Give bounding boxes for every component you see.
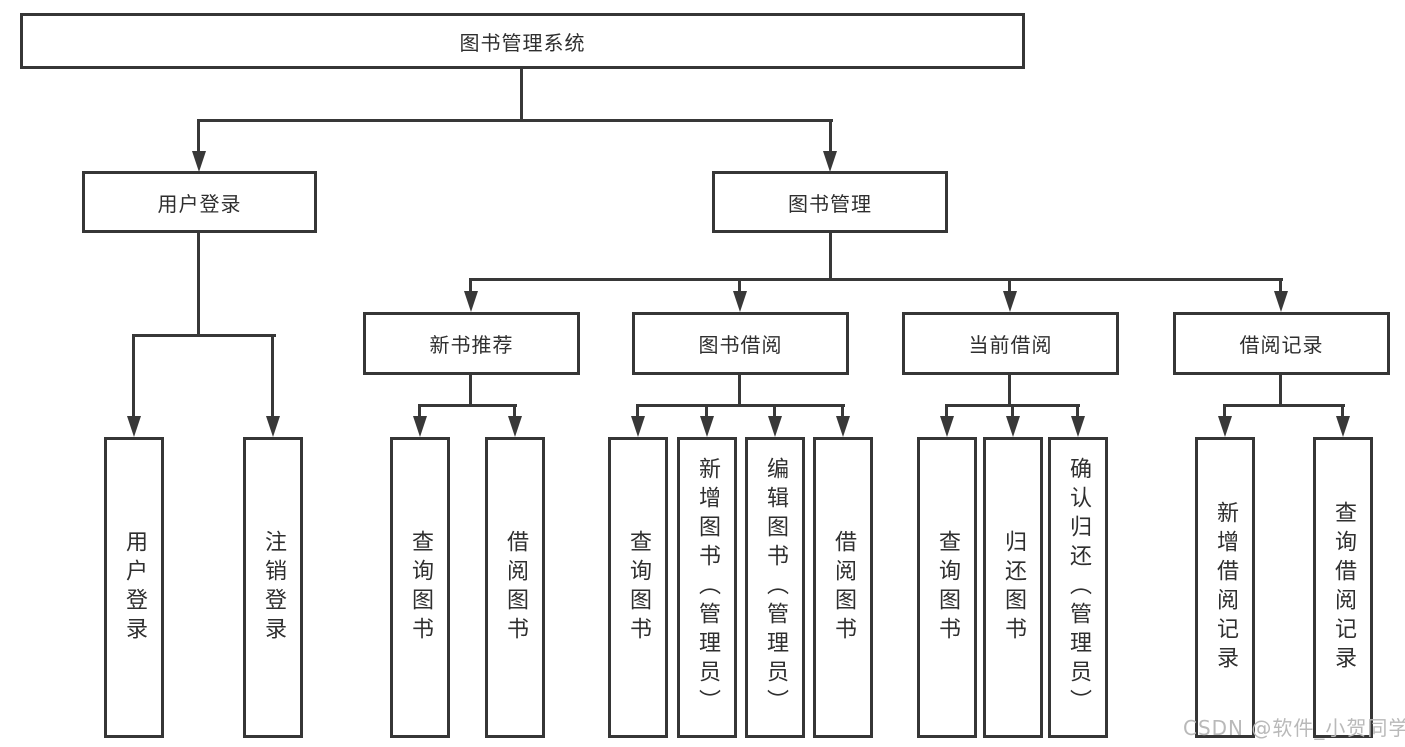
arrow-down-icon xyxy=(940,416,954,437)
leaf-borrow-book-label: 借阅图书 xyxy=(831,529,856,646)
leaf-logout-node: 注销登录 xyxy=(243,437,303,738)
connector-line xyxy=(1008,374,1011,407)
arrow-down-icon xyxy=(823,151,837,172)
leaf-query-borrow-record-node: 查询借阅记录 xyxy=(1313,437,1373,738)
leaf-return-book-node: 归还图书 xyxy=(983,437,1043,738)
arrow-down-icon xyxy=(1336,416,1350,437)
section-new-book-recommend-label: 新书推荐 xyxy=(429,333,514,357)
arrow-down-icon xyxy=(192,151,206,172)
leaf-add-book-admin-label: 新增图书（管理员） xyxy=(695,457,720,718)
arrow-down-icon xyxy=(1274,291,1288,312)
connector-line xyxy=(197,119,200,155)
connector-line xyxy=(470,278,1283,281)
leaf-add-borrow-record-node: 新增借阅记录 xyxy=(1195,437,1255,738)
connector-line xyxy=(469,374,472,407)
section-book-borrow-node: 图书借阅 xyxy=(632,312,849,375)
connector-line xyxy=(132,334,135,419)
branch-user-login-node: 用户登录 xyxy=(82,171,317,233)
connector-line xyxy=(1341,404,1344,419)
leaf-query-borrow-record-label: 查询借阅记录 xyxy=(1331,500,1356,675)
leaf-query-book-node: 查询图书 xyxy=(608,437,668,738)
connector-line xyxy=(841,404,844,419)
connector-line xyxy=(1279,278,1282,296)
leaf-query-book-label: 查询图书 xyxy=(408,529,433,646)
connector-line xyxy=(197,233,200,336)
connector-line xyxy=(469,278,472,296)
connector-line xyxy=(271,334,274,419)
leaf-borrow-book-node: 借阅图书 xyxy=(813,437,873,738)
leaf-return-book-label: 归还图书 xyxy=(1001,529,1026,646)
connector-line xyxy=(829,119,832,155)
branch-book-management-label: 图书管理 xyxy=(788,191,872,216)
connector-line xyxy=(738,278,741,296)
section-current-borrow-node: 当前借阅 xyxy=(902,312,1119,375)
leaf-user-login-label: 用户登录 xyxy=(122,529,147,646)
connector-line xyxy=(829,233,832,280)
root-node: 图书管理系统 xyxy=(20,13,1025,69)
section-borrow-record-node: 借阅记录 xyxy=(1173,312,1390,375)
root-label: 图书管理系统 xyxy=(459,30,586,55)
leaf-logout-label: 注销登录 xyxy=(261,529,286,646)
leaf-query-book-node: 查询图书 xyxy=(917,437,977,738)
arrow-down-icon xyxy=(266,416,280,437)
connector-line xyxy=(945,404,948,419)
connector-line xyxy=(418,404,517,407)
arrow-down-icon xyxy=(127,416,141,437)
arrow-down-icon xyxy=(1006,416,1020,437)
connector-line xyxy=(197,119,833,122)
connector-line xyxy=(1076,404,1079,419)
leaf-query-book-label: 查询图书 xyxy=(626,529,651,646)
section-new-book-recommend-node: 新书推荐 xyxy=(363,312,580,375)
section-current-borrow-label: 当前借阅 xyxy=(968,333,1053,357)
leaf-confirm-return-admin-label: 确认归还（管理员） xyxy=(1066,457,1091,718)
connector-line xyxy=(738,374,741,407)
section-book-borrow-label: 图书借阅 xyxy=(698,333,783,357)
arrow-down-icon xyxy=(464,291,478,312)
leaf-edit-book-admin-label: 编辑图书（管理员） xyxy=(763,457,788,718)
connector-line xyxy=(1279,374,1282,407)
connector-line xyxy=(636,404,639,419)
connector-line xyxy=(1223,404,1226,419)
arrow-down-icon xyxy=(1071,416,1085,437)
leaf-query-book-label: 查询图书 xyxy=(935,529,960,646)
connector-line xyxy=(1011,404,1014,419)
leaf-confirm-return-admin-node: 确认归还（管理员） xyxy=(1048,437,1108,738)
arrow-down-icon xyxy=(631,416,645,437)
arrow-down-icon xyxy=(768,416,782,437)
csdn-watermark: CSDN @软件_小贺同学 xyxy=(1183,716,1405,740)
connector-line xyxy=(418,404,421,419)
leaf-user-login-node: 用户登录 xyxy=(104,437,164,738)
arrow-down-icon xyxy=(733,291,747,312)
connector-line xyxy=(1008,278,1011,296)
arrow-down-icon xyxy=(836,416,850,437)
connector-line xyxy=(636,404,845,407)
arrow-down-icon xyxy=(413,416,427,437)
connector-line xyxy=(133,334,276,337)
arrow-down-icon xyxy=(508,416,522,437)
leaf-query-book-node: 查询图书 xyxy=(390,437,450,738)
connector-line xyxy=(520,68,523,121)
connector-line xyxy=(513,404,516,419)
connector-line xyxy=(773,404,776,419)
leaf-edit-book-admin-node: 编辑图书（管理员） xyxy=(745,437,805,738)
branch-user-login-label: 用户登录 xyxy=(157,191,242,216)
branch-book-management-node: 图书管理 xyxy=(712,171,948,233)
connector-line xyxy=(1223,404,1345,407)
arrow-down-icon xyxy=(1003,291,1017,312)
section-borrow-record-label: 借阅记录 xyxy=(1239,333,1324,357)
leaf-borrow-book-node: 借阅图书 xyxy=(485,437,545,738)
leaf-add-borrow-record-label: 新增借阅记录 xyxy=(1213,500,1238,675)
leaf-borrow-book-label: 借阅图书 xyxy=(503,529,528,646)
connector-line xyxy=(705,404,708,419)
arrow-down-icon xyxy=(1218,416,1232,437)
arrow-down-icon xyxy=(700,416,714,437)
leaf-add-book-admin-node: 新增图书（管理员） xyxy=(677,437,737,738)
